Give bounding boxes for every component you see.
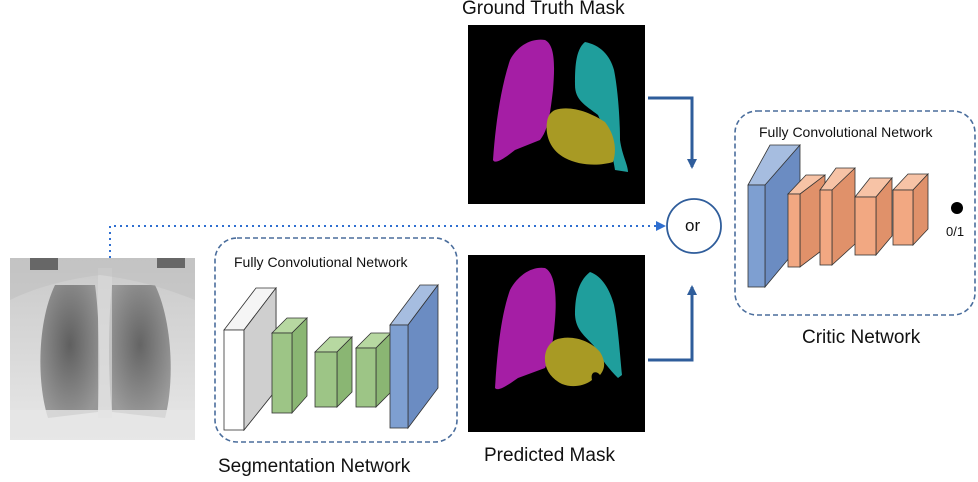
pred-right-lung bbox=[575, 272, 622, 378]
gt-arrow bbox=[648, 96, 697, 169]
segmentation-network-label: Segmentation Network bbox=[218, 456, 411, 477]
or-node bbox=[666, 198, 722, 254]
critic-network-label: Critic Network bbox=[802, 327, 921, 348]
ground-truth-mask-label: Ground Truth Mask bbox=[462, 0, 625, 19]
segmentation-layers bbox=[223, 283, 439, 432]
critic-network-box bbox=[734, 110, 976, 316]
chest-xray-image bbox=[10, 258, 195, 440]
xray-dotted-arrow bbox=[109, 221, 666, 258]
segmentation-network-box bbox=[214, 237, 458, 443]
output-label: 0/1 bbox=[946, 224, 965, 239]
pred-arrow bbox=[648, 285, 697, 362]
pred-heart bbox=[544, 337, 605, 387]
gt-right-lung bbox=[575, 42, 628, 172]
gt-heart bbox=[546, 108, 615, 165]
predicted-mask-label: Predicted Mask bbox=[484, 445, 615, 466]
pred-left-lung bbox=[495, 267, 556, 390]
critic-layers bbox=[747, 143, 929, 289]
predicted-mask bbox=[468, 255, 645, 432]
or-label: or bbox=[685, 216, 701, 235]
ground-truth-mask bbox=[468, 25, 645, 204]
output-dot bbox=[951, 202, 963, 214]
gt-left-lung bbox=[493, 39, 555, 162]
critic-fcn-label: Fully Convolutional Network bbox=[759, 124, 933, 140]
seg-fcn-label: Fully Convolutional Network bbox=[234, 254, 408, 270]
